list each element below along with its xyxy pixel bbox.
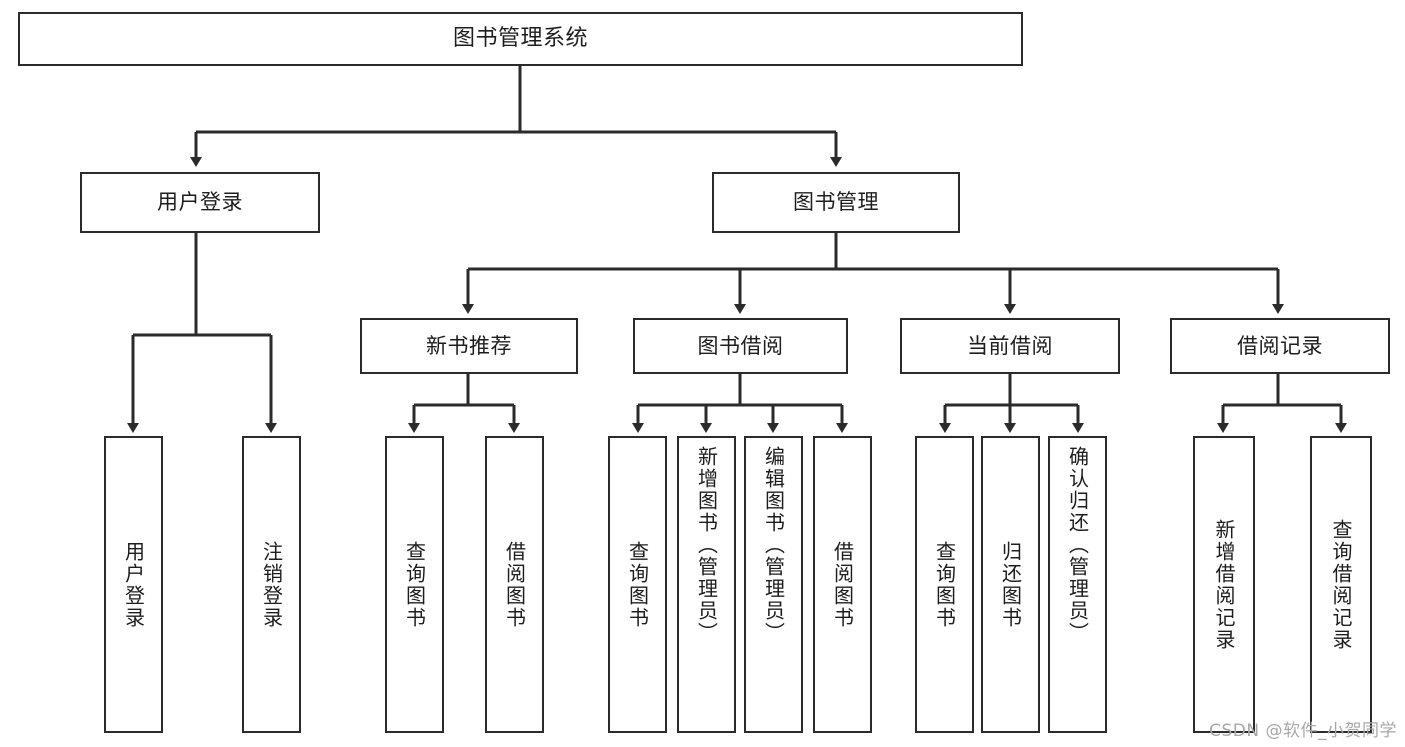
node-leaf-borrow-book-1-label: 借阅图书 <box>502 540 527 629</box>
node-leaf-query-book-3-label: 查询图书 <box>932 540 957 629</box>
node-leaf-query-record[interactable]: 查询借阅记录 <box>1310 436 1372 733</box>
node-leaf-edit-book[interactable]: 编辑图书（管理员） <box>744 436 803 733</box>
node-leaf-query-book-1-label: 查询图书 <box>402 540 427 629</box>
node-leaf-user-login[interactable]: 用户登录 <box>104 436 163 733</box>
node-leaf-add-record[interactable]: 新增借阅记录 <box>1193 436 1255 733</box>
node-leaf-borrow-book-2-label: 借阅图书 <box>830 540 855 629</box>
watermark-text: CSDN @软件_小贺同学 <box>1209 721 1397 741</box>
node-leaf-return-book[interactable]: 归还图书 <box>981 436 1040 733</box>
node-leaf-query-book-2-label: 查询图书 <box>625 540 650 629</box>
node-leaf-confirm-return-label: 确认归还（管理员） <box>1065 446 1090 644</box>
node-leaf-add-book[interactable]: 新增图书（管理员） <box>677 436 736 733</box>
node-book-borrow[interactable]: 图书借阅 <box>633 318 848 374</box>
node-user-login-label: 用户登录 <box>157 190 243 215</box>
node-leaf-query-record-label: 查询借阅记录 <box>1329 518 1353 651</box>
node-leaf-borrow-book-1[interactable]: 借阅图书 <box>485 436 544 733</box>
node-book-manage-label: 图书管理 <box>793 190 879 215</box>
node-new-book-recommend[interactable]: 新书推荐 <box>360 318 578 374</box>
node-leaf-logout[interactable]: 注销登录 <box>242 436 301 733</box>
node-book-manage[interactable]: 图书管理 <box>712 172 960 233</box>
node-leaf-logout-label: 注销登录 <box>259 540 284 629</box>
node-root-label: 图书管理系统 <box>452 26 588 52</box>
node-borrow-record[interactable]: 借阅记录 <box>1170 318 1390 374</box>
node-borrow-record-label: 借阅记录 <box>1237 333 1323 358</box>
node-leaf-query-book-1[interactable]: 查询图书 <box>385 436 444 733</box>
node-leaf-return-book-label: 归还图书 <box>998 540 1023 629</box>
node-leaf-add-record-label: 新增借阅记录 <box>1212 518 1236 651</box>
node-book-borrow-label: 图书借阅 <box>697 333 784 358</box>
node-root[interactable]: 图书管理系统 <box>18 12 1023 66</box>
node-current-borrow-label: 当前借阅 <box>967 333 1053 358</box>
node-user-login[interactable]: 用户登录 <box>80 172 320 233</box>
node-new-book-recommend-label: 新书推荐 <box>426 333 512 358</box>
node-leaf-user-login-label: 用户登录 <box>121 540 146 629</box>
node-leaf-edit-book-label: 编辑图书（管理员） <box>761 446 786 644</box>
node-leaf-add-book-label: 新增图书（管理员） <box>694 446 719 644</box>
node-leaf-query-book-2[interactable]: 查询图书 <box>608 436 667 733</box>
node-leaf-query-book-3[interactable]: 查询图书 <box>915 436 974 733</box>
node-current-borrow[interactable]: 当前借阅 <box>900 318 1120 374</box>
node-leaf-confirm-return[interactable]: 确认归还（管理员） <box>1048 436 1107 733</box>
node-leaf-borrow-book-2[interactable]: 借阅图书 <box>813 436 872 733</box>
